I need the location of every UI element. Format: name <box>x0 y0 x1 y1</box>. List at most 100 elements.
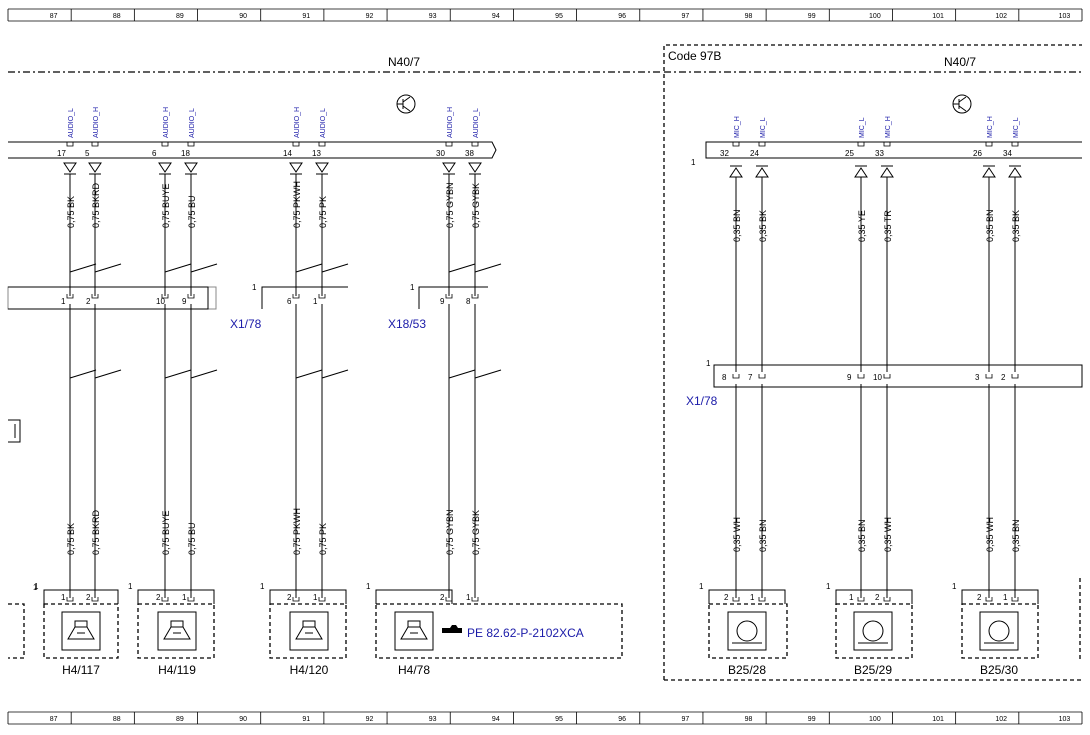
partial-bracket <box>8 419 21 443</box>
connector-pin-number: 1 <box>313 297 318 306</box>
signal-label: MIC_H <box>885 116 892 138</box>
pin-number: 26 <box>973 149 982 158</box>
plug-outline-left <box>8 141 497 159</box>
reference-link[interactable]: PE 82.62-P-2102XCA <box>442 625 584 640</box>
component-pin-number: 1 <box>313 593 318 602</box>
component-pin-number: 2 <box>156 593 161 602</box>
pin-number: 14 <box>283 149 292 158</box>
component-label[interactable]: B25/30 <box>980 663 1018 677</box>
connector-pin-number: 9 <box>182 297 187 306</box>
grid-number: 99 <box>808 716 816 723</box>
pin-number: 5 <box>85 149 90 158</box>
wire-color-label: 0,35 WH <box>985 517 995 552</box>
pin-number: 17 <box>57 149 66 158</box>
module-label-left[interactable]: N40/7 <box>388 55 420 69</box>
signal-label: AUDIO_H <box>93 107 100 138</box>
wire-color-label: 0,75 BUYE <box>161 183 171 228</box>
grid-number: 88 <box>113 716 121 723</box>
component-speaker[interactable]: 1H4/120 <box>260 582 347 677</box>
component-label[interactable]: H4/78 <box>398 663 430 677</box>
wire-color-label: 0,35 TR <box>883 210 893 242</box>
connector-label-x1-78-right[interactable]: X1/78 <box>686 394 718 408</box>
component-marker: 1 <box>952 582 957 591</box>
transistor-icon <box>952 94 972 114</box>
connector-x18-53 <box>418 286 488 309</box>
component-speaker[interactable]: 1H4/78 <box>366 582 623 677</box>
pin-number: 34 <box>1003 149 1012 158</box>
connector-label-x1-78[interactable]: X1/78 <box>230 317 262 331</box>
component-label[interactable]: H4/119 <box>158 663 196 677</box>
pin-number: 38 <box>465 149 474 158</box>
signal-label: AUDIO_H <box>447 107 454 138</box>
grid-number: 91 <box>302 716 310 723</box>
grid-number: 94 <box>492 13 500 20</box>
grid-number: 101 <box>932 716 944 723</box>
wire-color-label: 0,75 GYBK <box>471 183 481 228</box>
connector-label-x18-53[interactable]: X18/53 <box>388 317 426 331</box>
wire-color-label: 0,75 BKRD <box>91 182 101 228</box>
connector-pin-number: 2 <box>86 297 91 306</box>
connector-pin-number: 3 <box>975 373 980 382</box>
speaker-icon <box>400 620 428 640</box>
wire-color-label: 0,75 BUYE <box>161 510 171 555</box>
wire-color-label: 0,75 PKWH <box>292 181 302 228</box>
grid-number: 95 <box>555 716 563 723</box>
component-marker: 1 <box>826 582 831 591</box>
grid-number: 97 <box>681 716 689 723</box>
wire-color-label: 0,35 BN <box>732 209 742 242</box>
signal-label: MIC_H <box>734 116 741 138</box>
connector-pin-number: 9 <box>847 373 852 382</box>
connector-x1-78-left <box>8 286 209 310</box>
wire-color-label: 0,75 GYBN <box>445 509 455 555</box>
component-pin-number: 1 <box>61 593 66 602</box>
component-marker: 1 <box>33 583 38 592</box>
wire[interactable]: MIC_H 32 0,35 BN 8 0,35 WH 2 <box>720 116 743 602</box>
grid-number: 87 <box>50 13 58 20</box>
grid-number: 102 <box>995 716 1007 723</box>
component-label[interactable]: H4/117 <box>62 663 100 677</box>
component-speaker[interactable]: 1H4/119 <box>128 582 215 677</box>
grid-number: 100 <box>869 13 881 20</box>
connector-marker: 1 <box>410 283 415 292</box>
component-label[interactable]: H4/120 <box>290 663 329 677</box>
connector-pin-number: 8 <box>722 373 727 382</box>
wire-color-label: 0,75 BU <box>187 195 197 228</box>
grid-number: 93 <box>429 716 437 723</box>
wire-color-label: 0,35 WH <box>732 517 742 552</box>
module-label-right[interactable]: N40/7 <box>944 55 976 69</box>
microphone-icon <box>858 620 888 644</box>
component-speaker[interactable]: 1H4/117 <box>34 582 119 677</box>
grid-number: 92 <box>366 716 374 723</box>
reference-text[interactable]: PE 82.62-P-2102XCA <box>467 626 584 640</box>
component-pin-number: 1 <box>466 593 471 602</box>
signal-label: AUDIO_L <box>473 108 480 138</box>
component-pin-number: 2 <box>724 593 729 602</box>
grid-number: 97 <box>681 13 689 20</box>
component-pin-number: 1 <box>1003 593 1008 602</box>
component-label[interactable]: B25/29 <box>854 663 892 677</box>
component-label[interactable]: B25/28 <box>728 663 766 677</box>
connector-pin-number: 10 <box>156 297 165 306</box>
component-pin-number: 2 <box>977 593 982 602</box>
grid-number: 90 <box>239 13 247 20</box>
component-marker: 1 <box>366 582 371 591</box>
pin-number: 32 <box>720 149 729 158</box>
